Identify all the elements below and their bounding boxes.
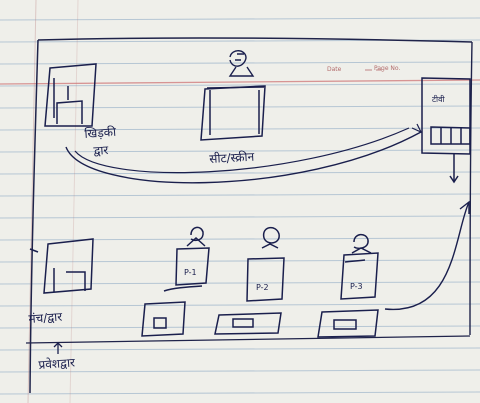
frame-top	[37, 37, 473, 43]
p2-group	[246, 226, 285, 302]
left-label-line2: प्रवेशद्वार	[37, 355, 76, 372]
header-red-line	[0, 79, 480, 85]
bottom-left-arrowhead	[53, 342, 63, 348]
top-connector-curve	[65, 131, 422, 184]
desk-row	[141, 301, 379, 338]
left-label-line1: मंच/द्वार	[27, 309, 63, 326]
left-stage-box	[29, 238, 94, 294]
window-label-line1: खिड़की	[83, 124, 117, 141]
window-label-line2: द्वार	[92, 142, 109, 158]
p1-label: P-1	[184, 268, 197, 277]
screen-label: सीट/स्क्रीन	[208, 149, 255, 166]
left-margin-red-2	[69, 0, 79, 403]
p1-group	[163, 226, 210, 292]
tv-label: टीवी	[432, 95, 445, 104]
date-label: Date	[327, 66, 342, 73]
frame-bottom	[25, 335, 471, 344]
page-label: Page No.	[374, 65, 401, 72]
left-margin-red	[27, 0, 37, 403]
window-box	[44, 63, 97, 127]
p3-label: P-3	[350, 282, 363, 291]
right-arrowhead	[459, 200, 470, 214]
top-connector-curve-inner	[74, 127, 410, 174]
tv-box	[421, 77, 471, 184]
ruled-lines	[0, 17, 480, 395]
projector-icon	[228, 50, 255, 77]
p2-label: P-2	[256, 283, 269, 292]
top-curve-arrowhead	[411, 123, 423, 134]
screen-box	[200, 85, 266, 141]
right-arrow-curve	[384, 201, 470, 310]
p3-group	[340, 233, 379, 300]
frame-right	[469, 41, 473, 336]
